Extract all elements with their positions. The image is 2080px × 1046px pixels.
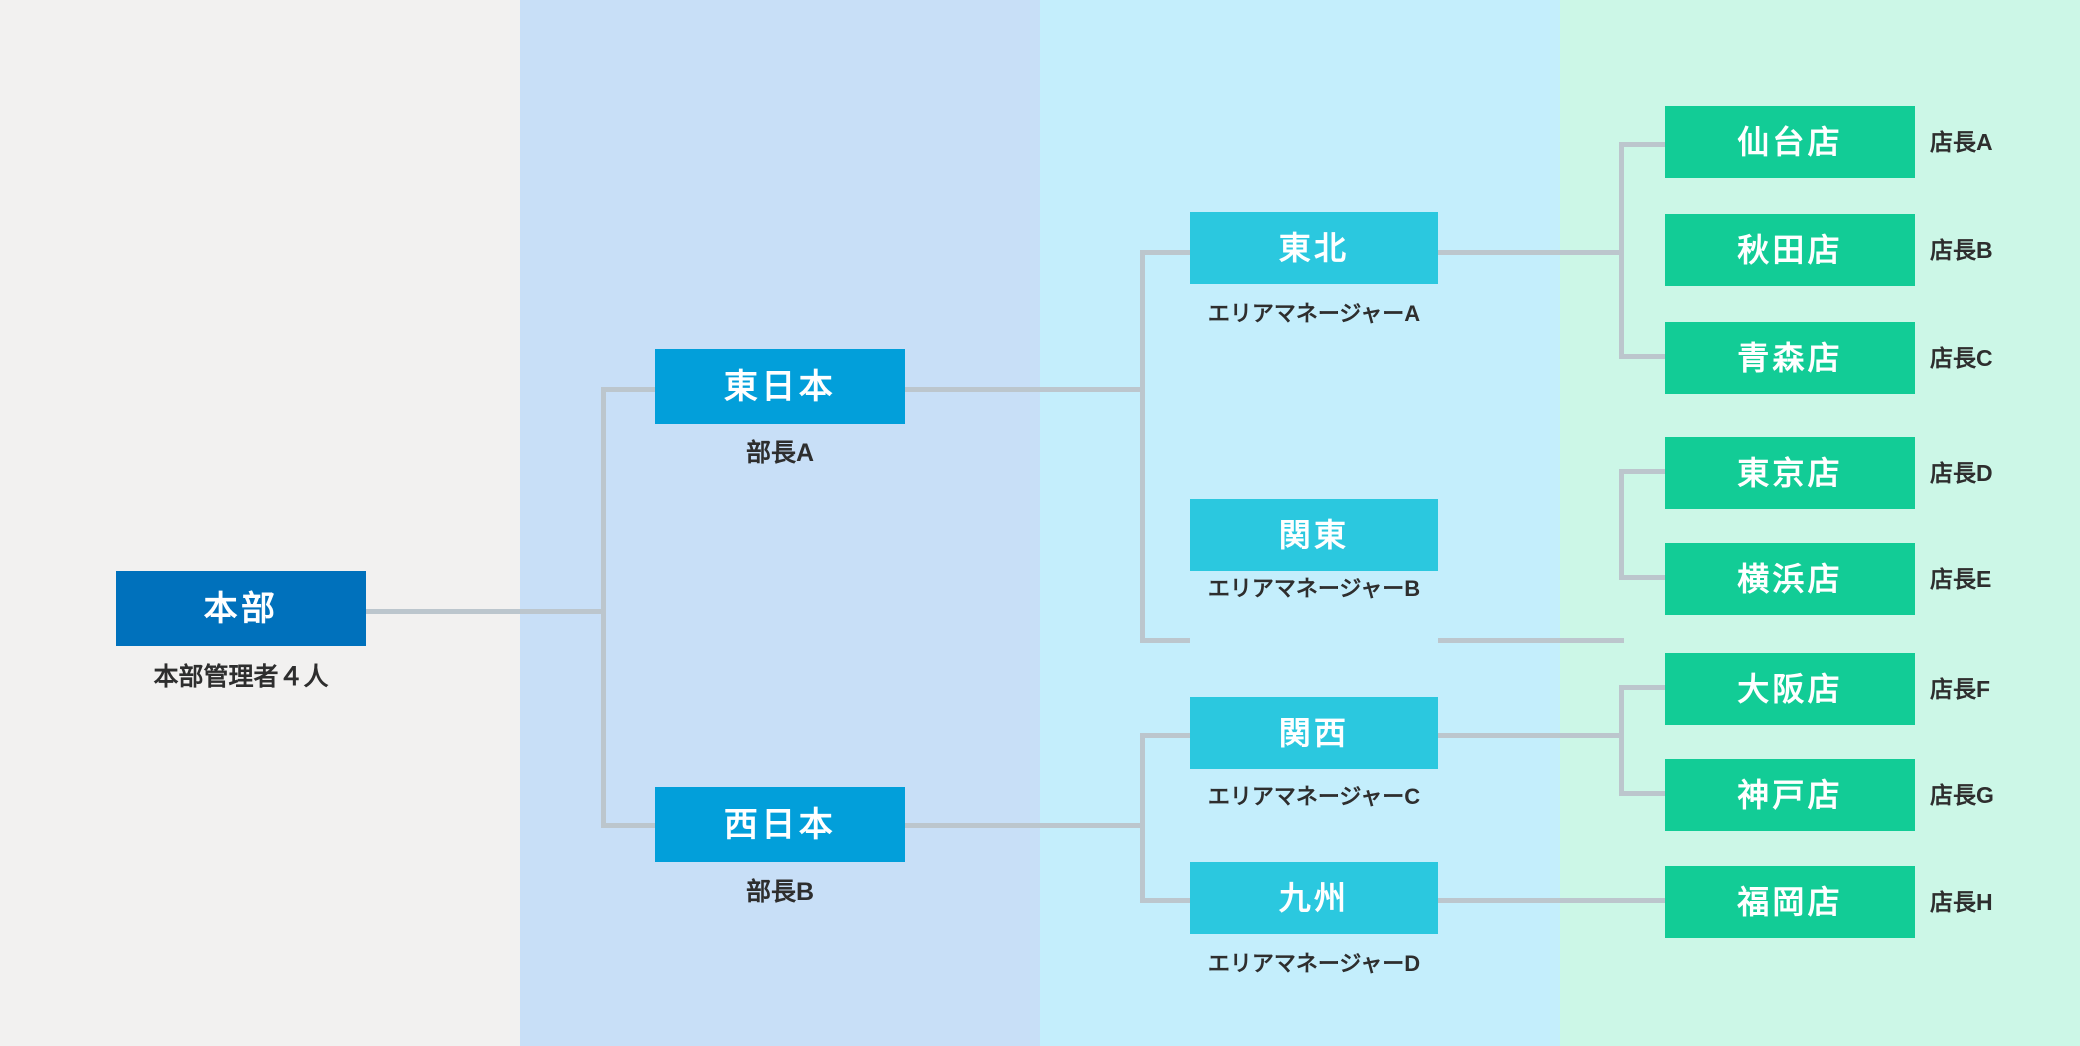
connector-junction-to-yokohama	[1619, 575, 1669, 580]
store-akita-box[interactable]: 秋田店	[1665, 214, 1915, 286]
store-kobe-box[interactable]: 神戸店	[1665, 759, 1915, 831]
area-kanto-box[interactable]: 関東	[1190, 499, 1438, 571]
connector-west-to-junction	[905, 823, 1145, 828]
connector-hq-to-junction	[366, 609, 606, 614]
region-east-box[interactable]: 東日本	[655, 349, 905, 424]
band-headquarters	[0, 0, 520, 1046]
store-aomori-box[interactable]: 青森店	[1665, 322, 1915, 394]
connector-kansai-stores-spine	[1619, 685, 1624, 795]
store-kobe-caption: 店長G	[1930, 782, 1994, 808]
region-west-box[interactable]: 西日本	[655, 787, 905, 862]
store-tokyo-caption: 店長D	[1930, 460, 1993, 486]
connector-tohoku-to-junction	[1438, 250, 1624, 255]
connector-junction-to-kansai	[1140, 733, 1190, 738]
connector-west-areas-spine	[1140, 733, 1145, 903]
connector-junction-to-aomori	[1619, 354, 1669, 359]
headquarters-box[interactable]: 本部	[116, 571, 366, 646]
connector-kyushu-to-fukuoka	[1438, 898, 1670, 903]
connector-junction-to-kyushu	[1140, 898, 1190, 903]
connector-junction-to-tohoku	[1140, 250, 1190, 255]
connector-junction-to-osaka	[1619, 685, 1669, 690]
connector-east-to-junction	[905, 387, 1145, 392]
connector-junction-to-kobe	[1619, 791, 1669, 796]
connector-kansai-to-junction	[1438, 733, 1624, 738]
area-kyushu-box[interactable]: 九州	[1190, 862, 1438, 934]
area-kansai-box[interactable]: 関西	[1190, 697, 1438, 769]
area-kansai-caption: エリアマネージャーC	[1207, 784, 1421, 809]
connector-junction-to-sendai	[1619, 142, 1669, 147]
headquarters-caption: 本部管理者４人	[153, 663, 329, 691]
store-aomori-caption: 店長C	[1930, 345, 1993, 371]
store-osaka-box[interactable]: 大阪店	[1665, 653, 1915, 725]
connector-junction-to-west	[601, 823, 655, 828]
store-yokohama-box[interactable]: 横浜店	[1665, 543, 1915, 615]
region-west-caption: 部長B	[745, 878, 815, 906]
store-yokohama-caption: 店長E	[1930, 566, 1992, 592]
store-akita-caption: 店長B	[1930, 237, 1993, 263]
store-fukuoka-box[interactable]: 福岡店	[1665, 866, 1915, 938]
store-fukuoka-caption: 店長H	[1930, 889, 1993, 915]
connector-junction-to-kanto	[1140, 638, 1190, 643]
store-tokyo-box[interactable]: 東京店	[1665, 437, 1915, 509]
area-kanto-caption: エリアマネージャーB	[1207, 576, 1421, 601]
region-east-caption: 部長A	[745, 439, 815, 467]
connector-kanto-to-junction	[1438, 638, 1624, 643]
connector-regions-spine	[601, 387, 606, 828]
area-tohoku-caption: エリアマネージャーA	[1207, 301, 1421, 326]
area-tohoku-box[interactable]: 東北	[1190, 212, 1438, 284]
band-regions	[520, 0, 1040, 1046]
connector-tohoku-stores-spine	[1619, 142, 1624, 359]
connector-east-areas-spine	[1140, 250, 1145, 643]
connector-junction-to-tokyo	[1619, 469, 1669, 474]
connector-junction-to-east	[601, 387, 655, 392]
store-sendai-box[interactable]: 仙台店	[1665, 106, 1915, 178]
store-sendai-caption: 店長A	[1930, 129, 1993, 155]
area-kyushu-caption: エリアマネージャーD	[1207, 951, 1421, 976]
store-osaka-caption: 店長F	[1930, 676, 1991, 702]
connector-kanto-stores-spine	[1619, 469, 1624, 579]
